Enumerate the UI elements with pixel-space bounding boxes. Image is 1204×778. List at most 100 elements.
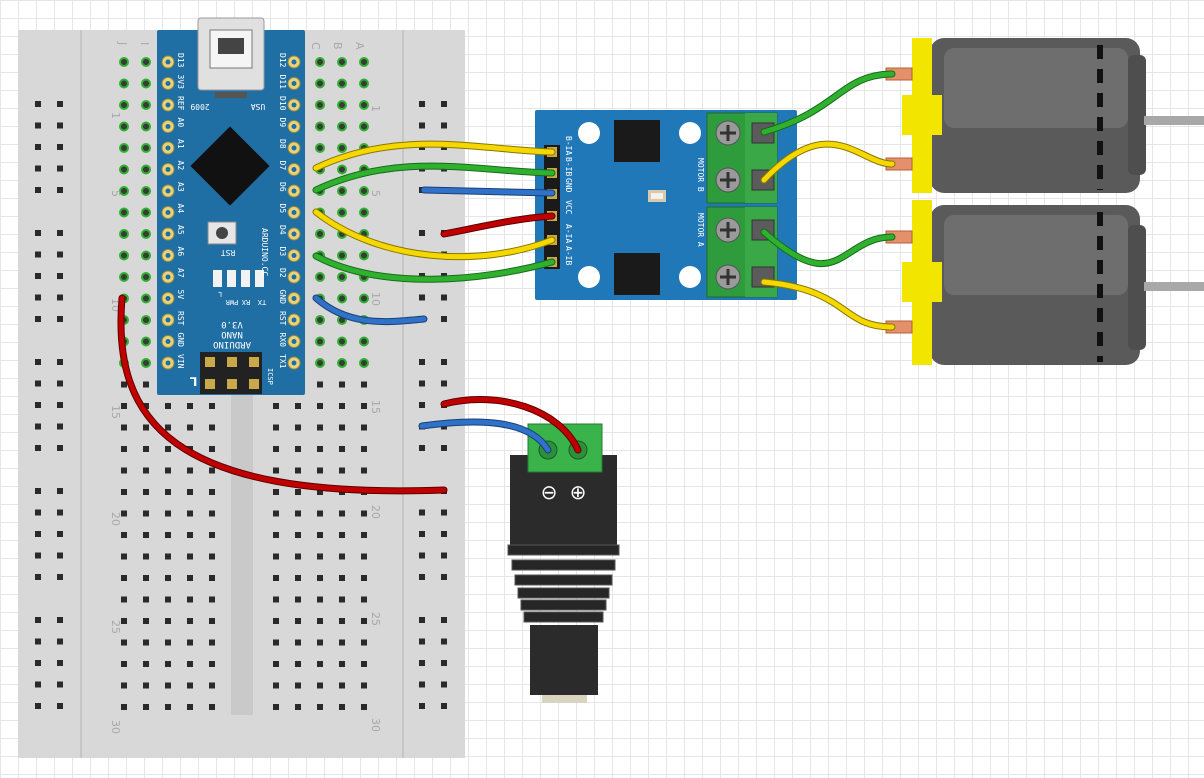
- breadboard-hole: [121, 553, 127, 560]
- breadboard-hole: [317, 381, 323, 388]
- rail-hole: [35, 531, 41, 537]
- row-number-10-right: 10: [369, 292, 382, 306]
- plus-symbol: ⊕: [570, 480, 587, 504]
- nano-pin-label-right: D12: [278, 53, 287, 68]
- breadboard-hole: [209, 446, 215, 452]
- rail-hole: [419, 574, 425, 580]
- driver-pin-label: B-IB: [564, 157, 573, 176]
- connected-hole: [141, 358, 151, 368]
- row-number-30-right: 30: [369, 718, 382, 732]
- breadboard-hole: [317, 596, 323, 603]
- breadboard-hole: [121, 489, 127, 495]
- jack-ribs: [507, 544, 620, 623]
- rail-hole: [57, 144, 63, 150]
- rail-hole: [35, 316, 41, 322]
- breadboard-hole: [209, 489, 215, 495]
- reset-button-cap[interactable]: [216, 227, 228, 239]
- rail-hole: [57, 251, 63, 258]
- breadboard-hole: [339, 639, 345, 646]
- breadboard-hole: [209, 424, 215, 431]
- nano-pin-label-right: D9: [278, 118, 287, 128]
- jack-rib: [523, 611, 604, 623]
- rail-hole: [57, 165, 63, 172]
- breadboard-hole: [165, 403, 171, 409]
- breadboard-hole: [317, 446, 323, 452]
- breadboard-hole: [339, 661, 345, 667]
- breadboard-hole: [209, 682, 215, 689]
- breadboard-hole: [339, 403, 345, 409]
- column-letter-a: A: [353, 42, 366, 50]
- rail-hole: [57, 574, 63, 580]
- connected-hole: [141, 336, 151, 347]
- breadboard-hole: [273, 661, 279, 667]
- rail-hole: [419, 230, 425, 236]
- breadboard-hole: [187, 532, 193, 538]
- connected-hole: [141, 121, 151, 132]
- breadboard-hole: [187, 661, 193, 667]
- connected-hole: [119, 57, 129, 67]
- nano-pin-label-right: D2: [278, 268, 287, 278]
- nano-pin-right-hole: [291, 253, 297, 258]
- breadboard-hole: [121, 532, 127, 538]
- breadboard-hole: [143, 467, 149, 474]
- icsp-pins: [205, 357, 259, 389]
- connected-hole: [141, 293, 151, 304]
- rail-hole: [35, 165, 41, 172]
- nano-pin-right-hole: [291, 102, 297, 108]
- nano-pin-left-hole: [165, 59, 171, 65]
- model-label: NANO: [221, 329, 243, 339]
- rail-hole: [57, 294, 63, 301]
- row-number-15-right: 15: [369, 400, 382, 414]
- screw-slot: [720, 172, 736, 188]
- driver-pin-label: B-IA: [564, 136, 573, 155]
- breadboard-hole: [295, 575, 301, 581]
- nano-pin-right-hole: [291, 59, 297, 65]
- connected-hole: [141, 78, 151, 89]
- breadboard-hole: [165, 489, 171, 495]
- connected-hole: [119, 186, 129, 196]
- nano-pin-label-right: D6: [278, 182, 287, 192]
- led-label-rx: RX: [241, 298, 250, 306]
- breadboard-hole: [187, 510, 193, 517]
- nano-pin-label-left: A7: [176, 268, 185, 278]
- breadboard-hole: [317, 618, 323, 624]
- breadboard-hole: [187, 618, 193, 624]
- jack-rib: [517, 587, 610, 599]
- breadboard-hole: [295, 661, 301, 667]
- nano-pin-right-hole: [291, 231, 297, 237]
- connected-hole: [315, 143, 325, 153]
- connected-hole: [141, 100, 151, 110]
- mount-hole-top-right: [679, 122, 701, 144]
- nano-pin-label-right: RST: [278, 311, 287, 326]
- rail-hole: [441, 660, 447, 666]
- website-label: ARDUINO.CC: [260, 228, 269, 276]
- breadboard-hole: [165, 575, 171, 581]
- motor-a-tab: [902, 262, 942, 302]
- rail-hole: [57, 273, 63, 279]
- breadboard-hole: [187, 575, 193, 581]
- breadboard-center-channel: [231, 385, 253, 715]
- breadboard-hole: [361, 446, 367, 452]
- connected-hole: [337, 164, 347, 175]
- icsp-pin: [249, 379, 259, 389]
- breadboard-hole: [143, 639, 149, 646]
- nano-pin-label-right: D10: [278, 96, 287, 111]
- breadboard-hole: [165, 553, 171, 560]
- nano-pin-right-hole: [291, 210, 297, 215]
- screw-slot: [720, 125, 736, 141]
- connected-hole: [119, 78, 129, 89]
- driver-header: [544, 145, 560, 269]
- breadboard-hole: [209, 510, 215, 517]
- nano-pin-label-right: RX0: [278, 333, 287, 348]
- breadboard-hole: [295, 510, 301, 517]
- breadboard-hole: [143, 661, 149, 667]
- connected-hole: [315, 100, 325, 110]
- breadboard-hole: [361, 553, 367, 560]
- nano-pin-right-hole: [291, 145, 297, 151]
- wire-red-jack-plus: [441, 397, 581, 453]
- breadboard-hole: [209, 639, 215, 646]
- breadboard-hole: [317, 489, 323, 495]
- mount-hole-top-left: [578, 122, 600, 144]
